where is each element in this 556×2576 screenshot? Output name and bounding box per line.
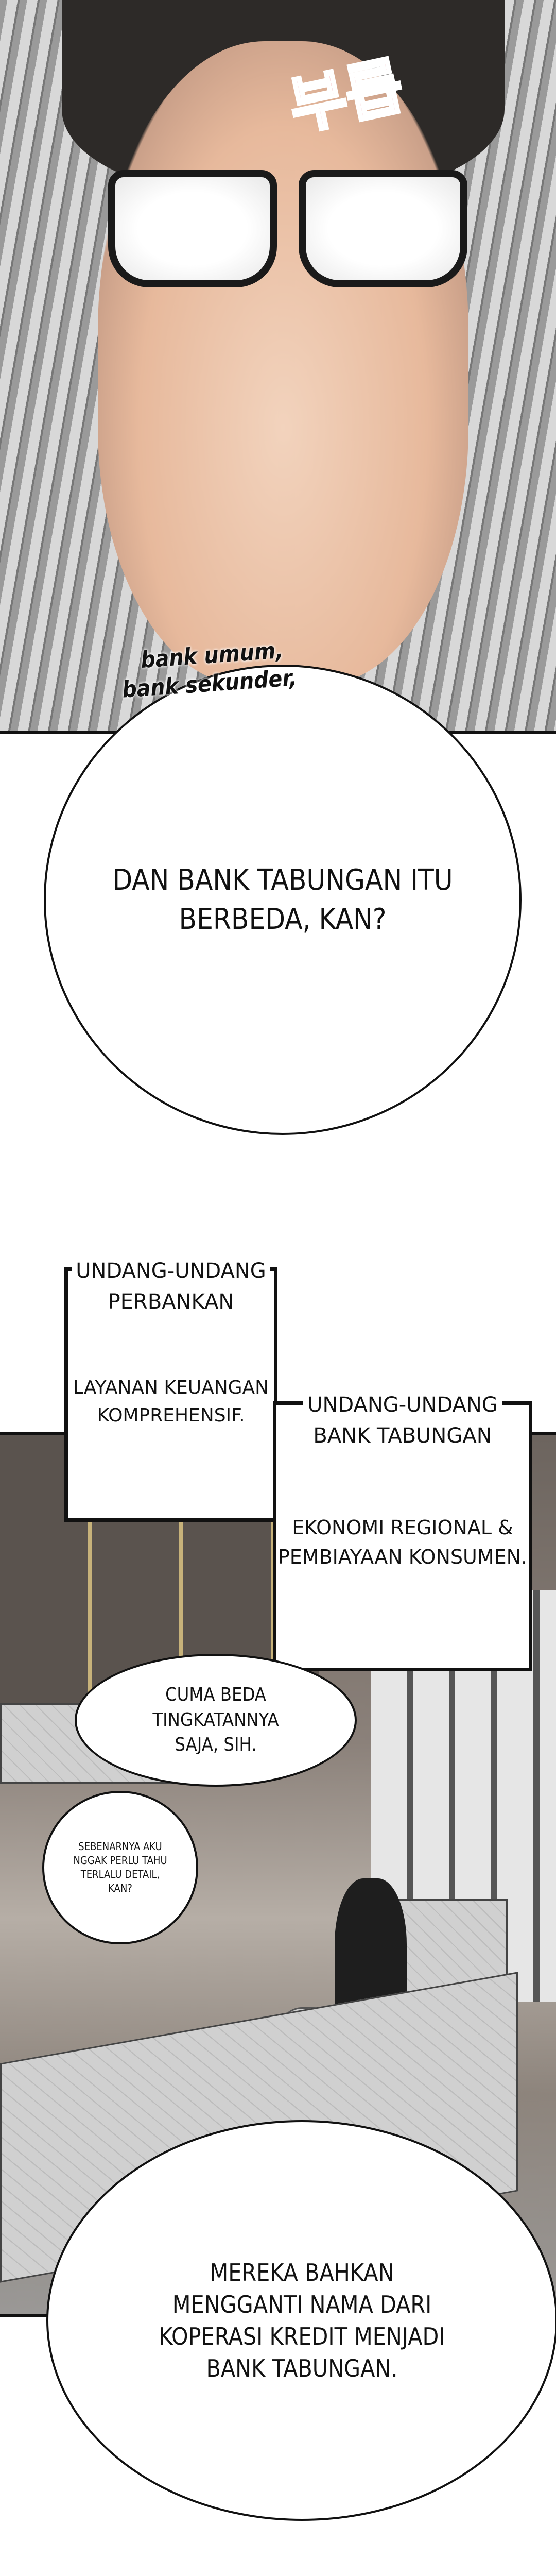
bubble-line: TINGKATANNYA — [152, 1709, 279, 1731]
caption-title: UNDANG-UNDANG — [72, 1259, 270, 1283]
caption-body: PEMBIAYAAN KONSUMEN. — [277, 1546, 528, 1568]
bubble-line: SEBENARNYA AKU — [78, 1840, 162, 1853]
caption-title: UNDANG-UNDANG — [303, 1393, 502, 1417]
speech-bubble-tier: CUMA BEDA TINGKATANNYA SAJA, SIH. — [75, 1654, 357, 1787]
bubble-line: TERLALU DETAIL, — [80, 1868, 160, 1880]
caption-body: LAYANAN KEUANGAN — [73, 1377, 269, 1398]
face — [98, 41, 468, 685]
caption-body: EKONOMI REGIONAL & — [292, 1516, 513, 1539]
bubble-line: MENGGANTI NAMA DARI — [172, 2290, 432, 2318]
bubble-line: MEREKA BAHKAN — [210, 2258, 394, 2286]
caption-body: KOMPREHENSIF. — [97, 1405, 245, 1426]
bubble-line: SAJA, SIH. — [175, 1734, 257, 1756]
bubble-line: NGGAK PERLU TAHU — [73, 1854, 167, 1867]
speech-bubble-rename: MEREKA BAHKAN MENGGANTI NAMA DARI KOPERASI… — [46, 2120, 556, 2521]
bubble-line: CUMA BEDA — [165, 1684, 266, 1706]
bubble-line: DAN BANK TABUNGAN ITU — [112, 863, 453, 897]
glasses-left-lens — [108, 170, 277, 287]
speech-bubble-different: DAN BANK TABUNGAN ITU BERBEDA, KAN? — [44, 665, 522, 1135]
bubble-line: KAN? — [108, 1882, 132, 1894]
bubble-line: BERBEDA, KAN? — [179, 902, 387, 936]
glasses-right-lens — [299, 170, 467, 287]
caption-savings-bank-law: UNDANG-UNDANG BANK TABUNGAN EKONOMI REGIO… — [273, 1393, 532, 1671]
caption-title: PERBANKAN — [103, 1290, 238, 1314]
caption-title: BANK TABUNGAN — [309, 1424, 496, 1448]
bubble-line: BANK TABUNGAN. — [206, 2354, 398, 2383]
bubble-line: KOPERASI KREDIT MENJADI — [159, 2323, 445, 2350]
panel-closeup-face: 부릅 — [0, 0, 556, 734]
